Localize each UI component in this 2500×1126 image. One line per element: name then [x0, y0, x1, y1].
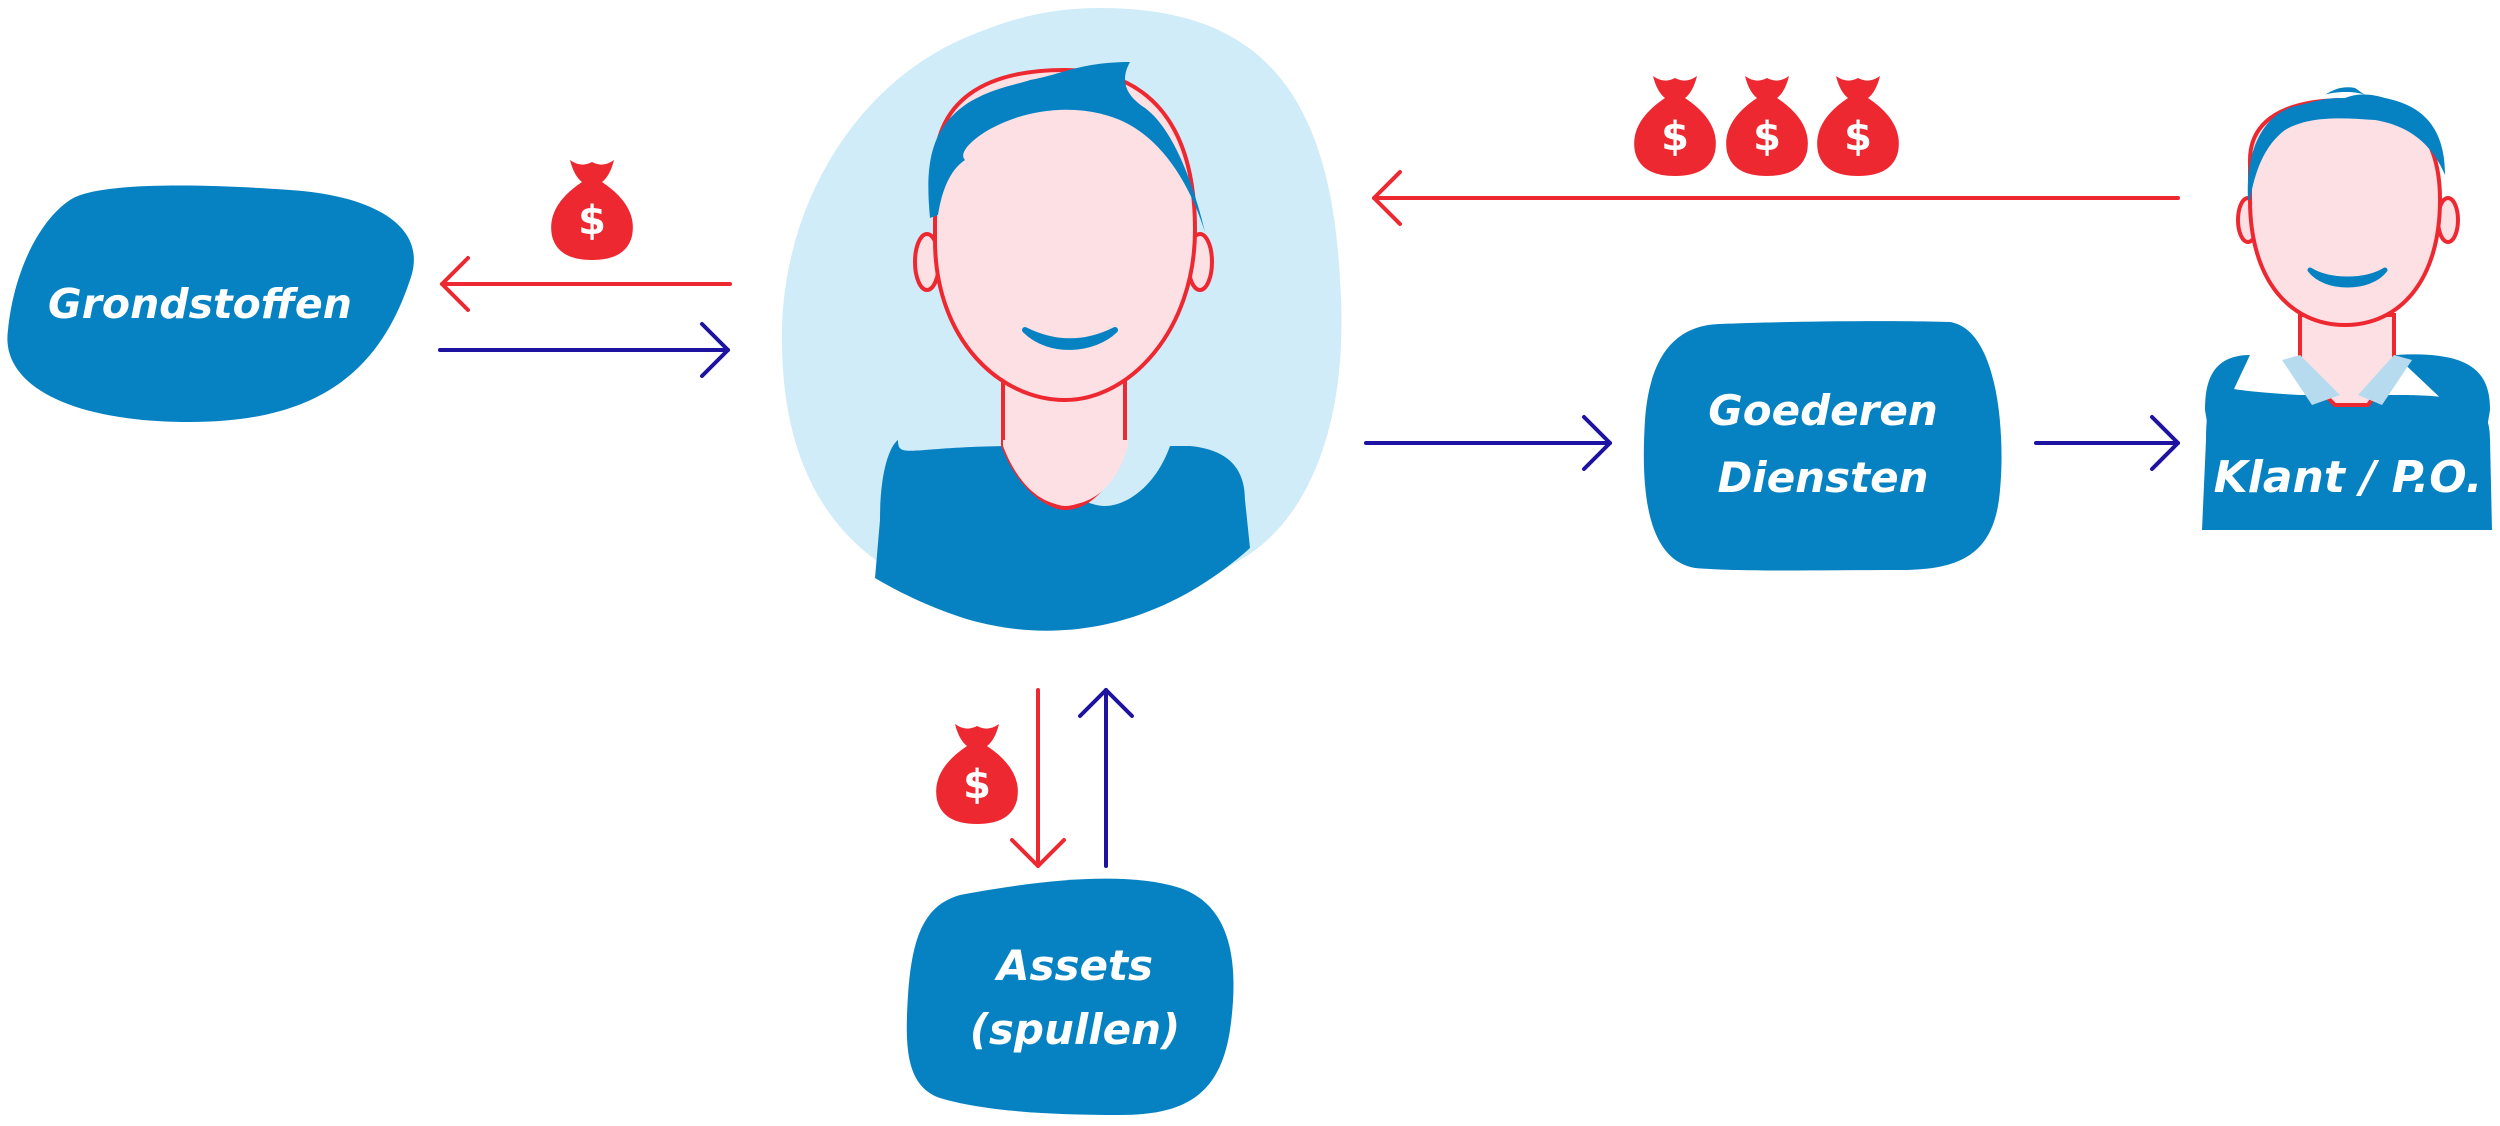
customer-collar-left: [2282, 355, 2340, 405]
spullen-label: (spullen): [970, 1005, 1181, 1054]
entrepreneur-smile: [1022, 327, 1118, 350]
diensten-label: Diensten: [1717, 453, 1928, 502]
entrepreneur-hair: [928, 62, 1205, 232]
goederen-label: Goederen: [1708, 386, 1937, 435]
money-bag-icon: $: [551, 160, 633, 260]
money-bag-icon: $: [1634, 76, 1716, 176]
entrepreneur-shirt: [875, 440, 1250, 631]
money-bag-symbol: $: [963, 762, 991, 808]
grondstoffen-node: Grondstoffen: [7, 185, 414, 422]
arrow-customer-payment: [1372, 170, 2180, 226]
goederen-diensten-node: Goederen Diensten: [1643, 321, 2002, 571]
arrow-grondstoffen-money: [440, 256, 732, 312]
arrow-grondstoffen-supply: [438, 322, 730, 378]
assets-label: Assets: [994, 941, 1153, 990]
arrow-assets-money: [1010, 688, 1066, 868]
money-bag-icon: $: [936, 724, 1018, 824]
arrow-to-goederen: [1364, 415, 1612, 471]
money-bag-icon: $: [1817, 76, 1899, 176]
money-bag-symbol: $: [1753, 114, 1781, 160]
customer-smile: [2307, 267, 2388, 288]
grondstoffen-label: Grondstoffen: [48, 280, 352, 328]
customer-collar-right: [2358, 355, 2412, 405]
money-bag-icon: $: [1726, 76, 1808, 176]
assets-node: Assets (spullen): [906, 878, 1234, 1115]
arrow-assets-supply: [1078, 688, 1134, 868]
money-bag-symbol: $: [1661, 114, 1689, 160]
klant-label: Klant / P.O.: [2214, 452, 2483, 503]
money-bag-symbol: $: [1844, 114, 1872, 160]
arrow-to-klant: [2034, 415, 2180, 471]
customer-hair: [2247, 94, 2445, 200]
money-bag-symbol: $: [578, 198, 606, 244]
customer-avatar: Klant / P.O.: [2202, 87, 2492, 530]
customer-shirt: [2202, 380, 2492, 530]
entrepreneur-avatar: [781, 8, 1342, 631]
